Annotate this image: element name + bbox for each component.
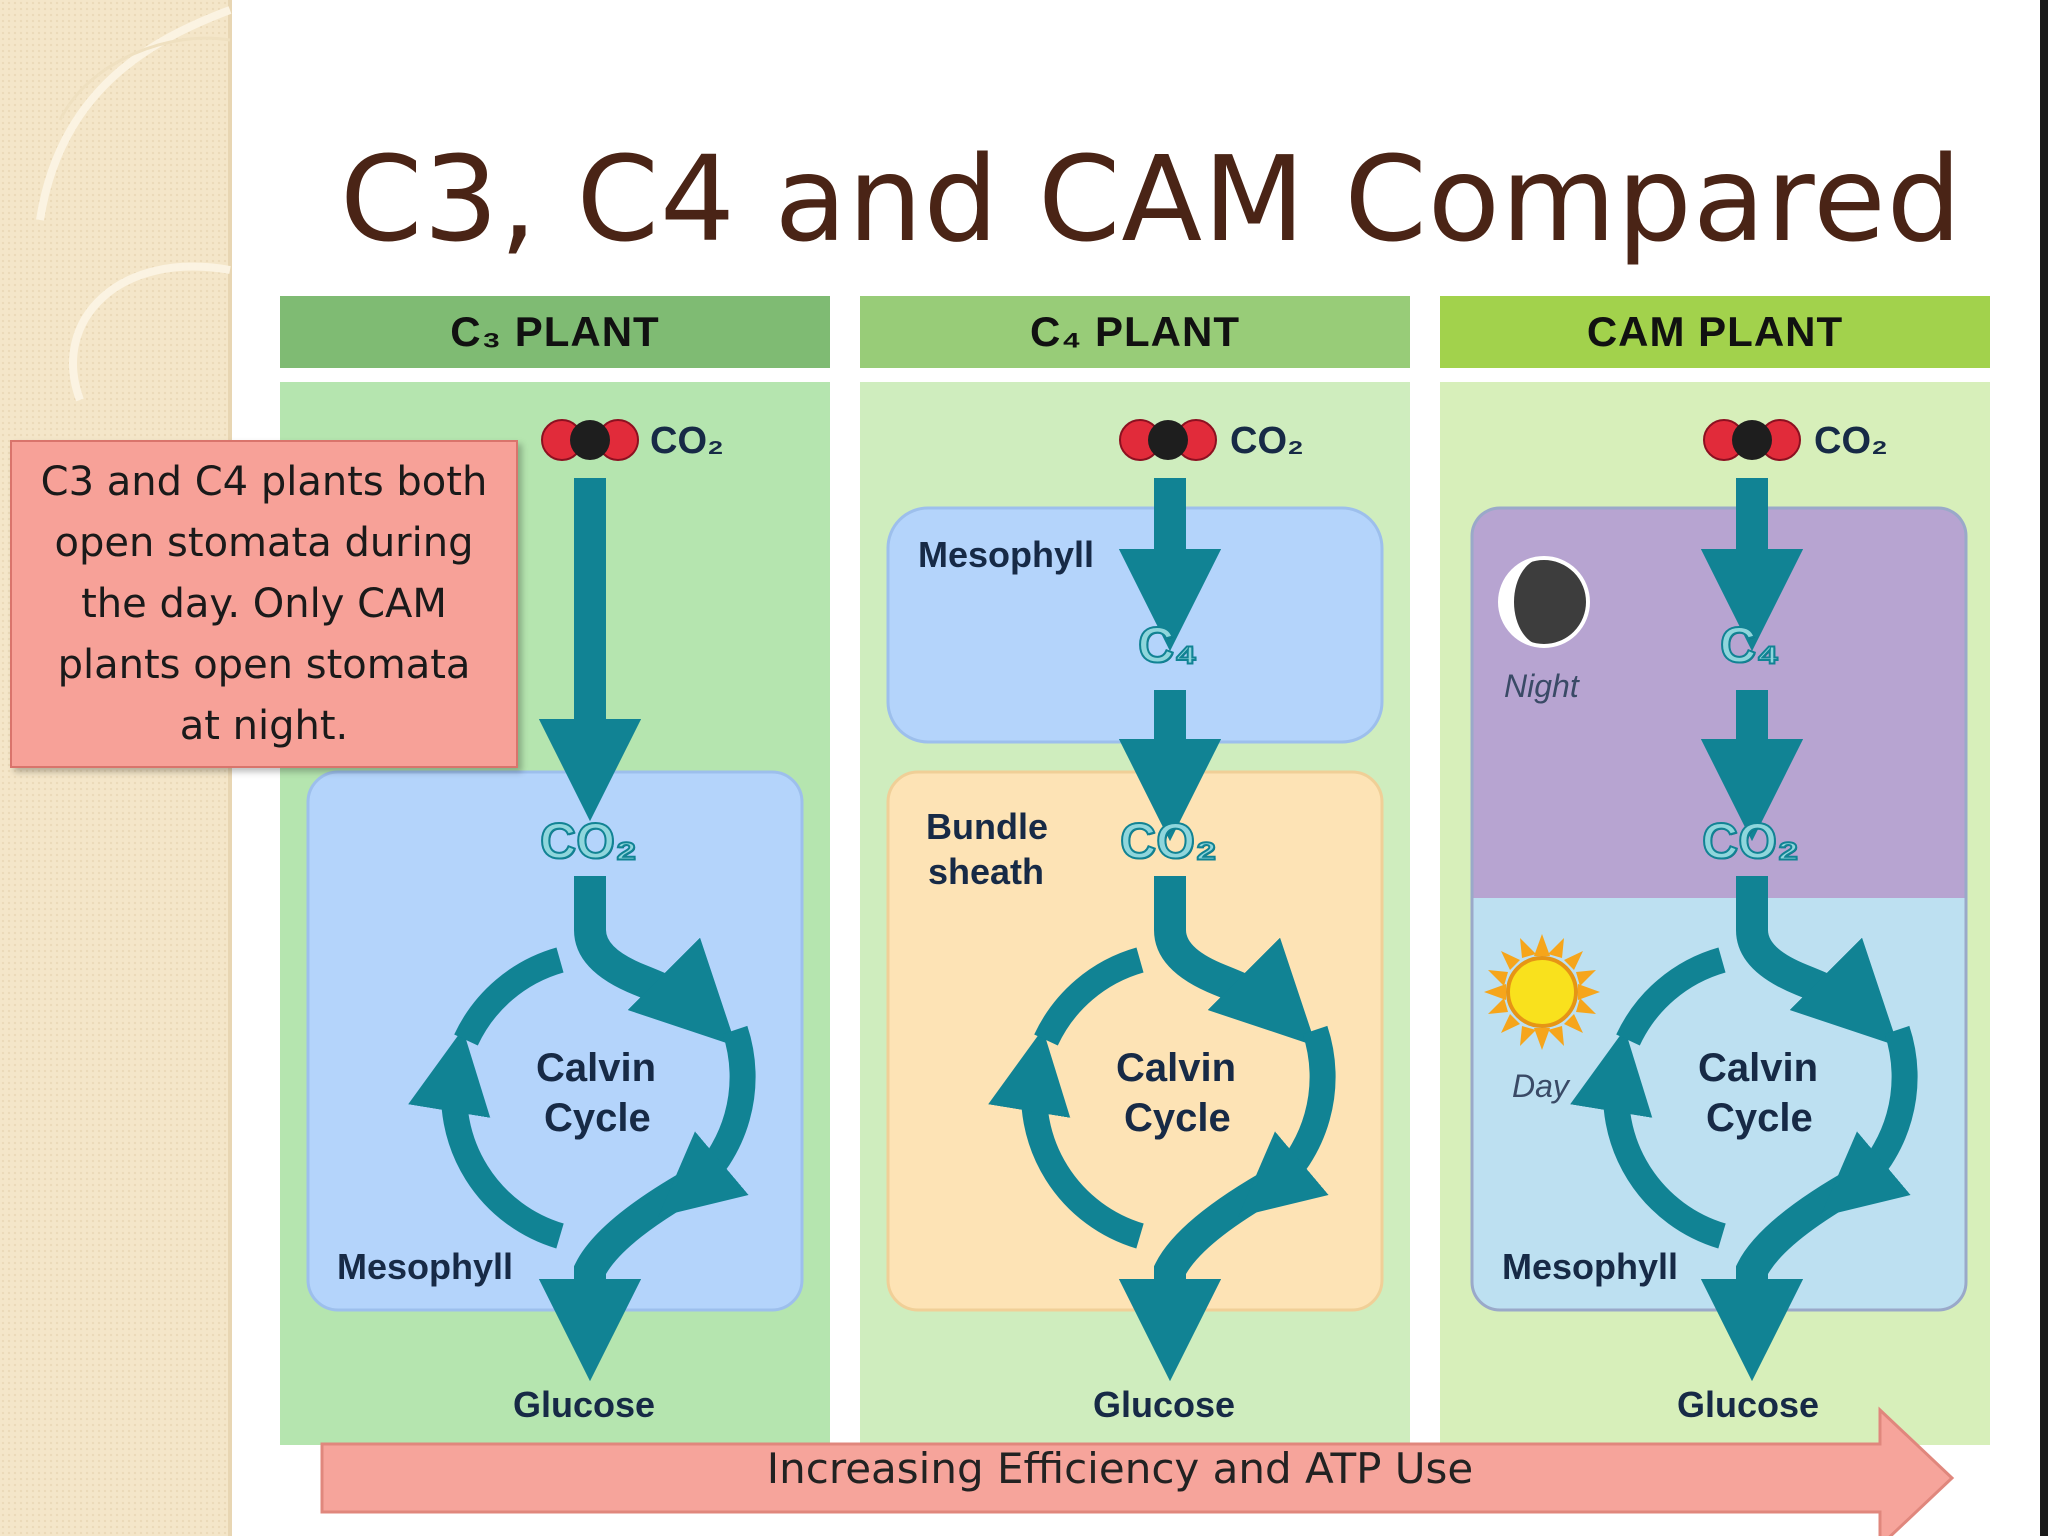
slide-right-edge bbox=[2040, 0, 2048, 1536]
cycle-arrow-icon bbox=[988, 1028, 1144, 1249]
header-c4-plant: C₄ PLANT bbox=[860, 296, 1410, 368]
c3-calvin-line2: Cycle bbox=[544, 1096, 651, 1140]
cycle-arrow-icon bbox=[1616, 947, 1726, 1046]
cycle-arrow-icon bbox=[408, 1028, 564, 1249]
cycle-arrow-icon bbox=[1570, 1028, 1726, 1249]
cam-mesophyll-label: Mesophyll bbox=[1502, 1246, 1679, 1287]
c3-mesophyll-label: Mesophyll bbox=[337, 1246, 514, 1287]
cycle-arrow-icon bbox=[454, 947, 564, 1046]
c4-calvin-line1: Calvin bbox=[1116, 1046, 1237, 1090]
slide-title: C3, C4 and CAM Compared bbox=[340, 130, 1963, 268]
cam-c4-label: C₄ bbox=[1719, 616, 1781, 674]
sun-icon bbox=[1484, 934, 1600, 1050]
c3-calvin-line1: Calvin bbox=[536, 1046, 657, 1090]
cam-calvin-line1: Calvin bbox=[1698, 1046, 1819, 1090]
cycle-arrow-icon bbox=[1736, 876, 1899, 1047]
cycle-arrow-icon bbox=[1154, 876, 1317, 1047]
note-text: C3 and C4 plants both open stomata durin… bbox=[40, 458, 488, 749]
cam-night-region bbox=[1472, 508, 1966, 898]
cam-calvin-line2: Cycle bbox=[1706, 1096, 1813, 1140]
c4-calvin-line2: Cycle bbox=[1124, 1096, 1231, 1140]
c4-mesophyll-label: Mesophyll bbox=[918, 534, 1095, 575]
cam-inner-co2-label: CO₂ bbox=[1701, 812, 1800, 870]
decorative-side-strip bbox=[0, 0, 230, 1536]
note-callout: C3 and C4 plants both open stomata durin… bbox=[10, 440, 518, 768]
cycle-arrow-icon bbox=[658, 1025, 756, 1217]
c4-glucose-label: Glucose bbox=[1093, 1384, 1236, 1425]
cam-co2-label: CO₂ bbox=[1814, 420, 1888, 462]
cycle-arrow-icon bbox=[1238, 1025, 1336, 1217]
cam-night-label: Night bbox=[1504, 668, 1579, 704]
c4-co2-label: CO₂ bbox=[1230, 420, 1304, 462]
co2-molecule-icon bbox=[1703, 419, 1801, 461]
cycle-arrow-icon bbox=[1820, 1025, 1918, 1217]
c4-inner-co2-label: CO₂ bbox=[1119, 812, 1218, 870]
footer-arrow-label: Increasing Efficiency and ATP Use bbox=[766, 1444, 1474, 1493]
c3-inner-co2-label: CO₂ bbox=[539, 812, 638, 870]
cycle-arrow-icon bbox=[574, 876, 737, 1047]
cam-glucose-label: Glucose bbox=[1677, 1384, 1820, 1425]
co2-molecule-icon bbox=[1119, 419, 1217, 461]
cycle-arrow-icon bbox=[1034, 947, 1144, 1046]
header-cam-plant: CAM PLANT bbox=[1440, 296, 1990, 368]
c3-glucose-label: Glucose bbox=[513, 1384, 656, 1425]
c3-co2-label: CO₂ bbox=[650, 420, 724, 462]
c4-c4-label: C₄ bbox=[1137, 616, 1199, 674]
co2-molecule-icon bbox=[541, 419, 639, 461]
moon-icon bbox=[1498, 556, 1590, 648]
cam-day-label: Day bbox=[1512, 1068, 1569, 1104]
c4-bundle-sheath-line1: Bundle bbox=[926, 806, 1048, 847]
footer-arrow-shape bbox=[320, 1406, 1955, 1536]
side-strip-edge bbox=[228, 0, 232, 1536]
header-c3-plant: C₃ PLANT bbox=[280, 296, 830, 368]
c4-bundle-sheath-line2: sheath bbox=[928, 851, 1045, 892]
